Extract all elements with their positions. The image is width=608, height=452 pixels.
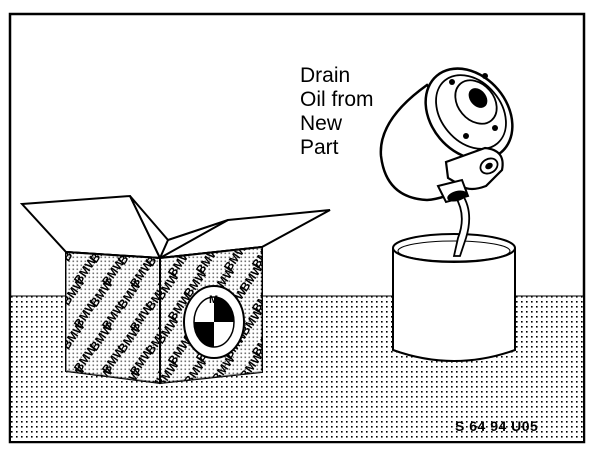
box-print-texture <box>66 252 160 383</box>
oil-filter-part <box>379 67 514 204</box>
caption-line-3: New <box>300 112 343 135</box>
instruction-caption: Drain Oil from New Part <box>300 64 374 160</box>
caption-line-2: Oil from <box>300 88 374 111</box>
figure-reference-code: S 64 94 U05 <box>455 418 539 434</box>
caption-line-4: Part <box>300 136 339 159</box>
container-rim <box>392 233 516 263</box>
box-roundel-letter: M <box>209 294 218 306</box>
container-body <box>392 248 516 362</box>
drain-container <box>392 233 516 362</box>
oil-stream <box>452 192 471 257</box>
caption-line-1: Drain <box>300 64 351 87</box>
box-roundel-logo: M <box>183 285 245 359</box>
box-flap-back <box>129 195 170 261</box>
